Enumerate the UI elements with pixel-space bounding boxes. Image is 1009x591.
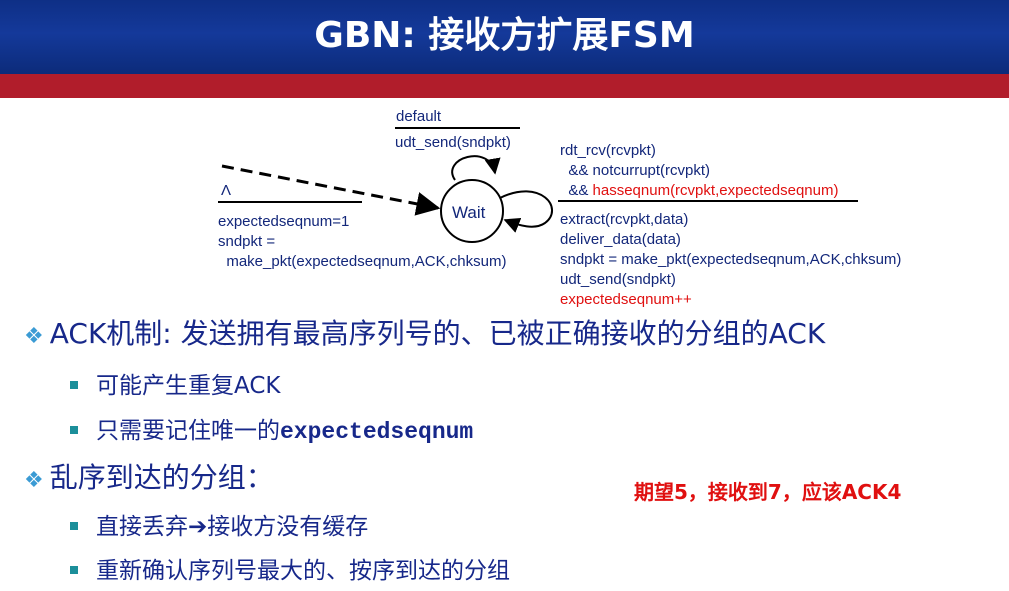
self-loop-action: udt_send(sndpkt): [395, 134, 511, 151]
sub-bullet-text: 直接丢弃➔接收方没有缓存: [96, 514, 369, 540]
rcv-condition-1: rdt_rcv(rcvpkt): [560, 142, 656, 159]
bullet-ack-mechanism: ❖ACK机制: 发送拥有最高序列号的、已被正确接收的分组的ACK: [24, 312, 825, 352]
example-note: 期望5，接收到7，应该ACK4: [634, 480, 902, 504]
title-bar: [0, 0, 1009, 74]
rcv-action-3: sndpkt = make_pkt(expectedseqnum,ACK,chk…: [560, 251, 901, 268]
self-loop-arrow: [451, 155, 501, 181]
slide-title: GBN: 接收方扩展FSM: [314, 15, 695, 56]
init-event: Λ: [221, 182, 231, 199]
rcv-condition-2: && notcurrupt(rcvpkt): [560, 162, 710, 179]
diamond-bullet-icon: ❖: [24, 324, 44, 349]
sub-bullet-duplicate-ack: 可能产生重复ACK: [70, 366, 280, 400]
bullet-text: ACK机制: 发送拥有最高序列号的、已被正确接收的分组的ACK: [49, 317, 826, 350]
bullet-out-of-order: ❖乱序到达的分组：: [24, 456, 274, 496]
rcv-action-highlight: expectedseqnum++: [560, 291, 692, 308]
rcv-condition-highlight: hasseqnum(rcvpkt,expectedseqnum): [593, 182, 839, 199]
init-action-3: make_pkt(expectedseqnum,ACK,chksum): [218, 253, 506, 270]
fsm-diagram: default udt_send(sndpkt) Λ expectedseqnu…: [218, 108, 901, 308]
sub-bullet-reack: 重新确认序列号最大的、按序到达的分组: [70, 551, 510, 585]
sub-bullet-text: 重新确认序列号最大的、按序到达的分组: [96, 558, 510, 584]
state-wait: [440, 179, 504, 243]
sub-bullet-expectedseqnum: 只需要记住唯一的expectedseqnum: [70, 411, 473, 445]
init-action-2: sndpkt =: [218, 233, 275, 250]
square-bullet-icon: [70, 521, 78, 530]
square-bullet-icon: [70, 565, 78, 574]
self-loop-event: default: [396, 108, 442, 125]
sub-bullet-discard: 直接丢弃➔接收方没有缓存: [70, 507, 368, 541]
rcv-condition-3-prefix: &&: [560, 182, 593, 199]
rcv-loop-arrow: [499, 190, 553, 233]
rcv-action-1: extract(rcvpkt,data): [560, 211, 688, 228]
rcv-condition-3: && hasseqnum(rcvpkt,expectedseqnum): [560, 182, 838, 199]
square-bullet-icon: [70, 425, 78, 434]
state-wait-label: Wait: [452, 203, 486, 222]
title-accent-band: [0, 74, 1009, 98]
init-action-1: expectedseqnum=1: [218, 213, 349, 230]
rcv-action-4: udt_send(sndpkt): [560, 271, 676, 288]
sub-bullet-text: 可能产生重复ACK: [96, 373, 281, 399]
diamond-bullet-icon: ❖: [24, 468, 44, 493]
rcv-action-2: deliver_data(data): [560, 231, 681, 248]
sub-bullet-text: 只需要记住唯一的: [96, 418, 280, 444]
code-expectedseqnum: expectedseqnum: [280, 419, 474, 445]
bullet-text: 乱序到达的分组：: [49, 461, 274, 494]
square-bullet-icon: [70, 380, 78, 389]
